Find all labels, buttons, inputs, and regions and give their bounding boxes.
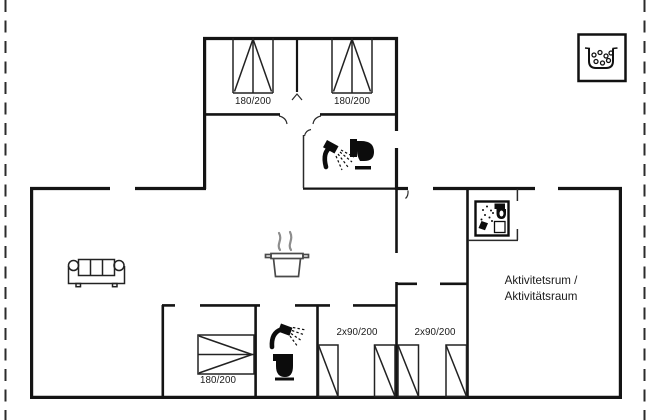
spa-bath-icon: [577, 33, 627, 83]
shower-icon: [322, 140, 355, 171]
shower-icon-2: [269, 323, 307, 350]
shower-toilet-pictogram-icon: [474, 200, 510, 237]
activity-room-label-line1: Aktivitetsrum /: [504, 274, 578, 287]
bunk-size-label-left: 2x90/200: [336, 327, 378, 338]
double-bed-bottom: [197, 334, 255, 375]
toilet-icon: [350, 139, 374, 170]
outer-walls: [30, 36, 623, 399]
bed-size-label-top-left: 180/200: [234, 96, 272, 107]
activity-room-label: Aktivitetsrum / Aktivitätsraum: [505, 273, 578, 305]
double-bed-top-right: [331, 38, 373, 94]
interior-walls: [161, 38, 469, 397]
cooking-pot-steam-icon: [264, 230, 310, 278]
toilet-icon-2: [273, 354, 294, 381]
sofa-icon: [67, 258, 126, 288]
thin-partitions: [302, 135, 519, 242]
activity-room-label-line2: Aktivitätsraum: [504, 290, 578, 304]
bed-size-label-bottom: 180/200: [199, 375, 237, 386]
double-bed-top-left: [232, 38, 274, 94]
door-swing-marks: [278, 93, 409, 199]
bed-size-label-top-right: 180/200: [333, 96, 371, 107]
bunk-size-label-right: 2x90/200: [414, 327, 456, 338]
plot-boundary-dashed-lines: [4, 0, 646, 420]
bunk-beds: [317, 344, 468, 398]
